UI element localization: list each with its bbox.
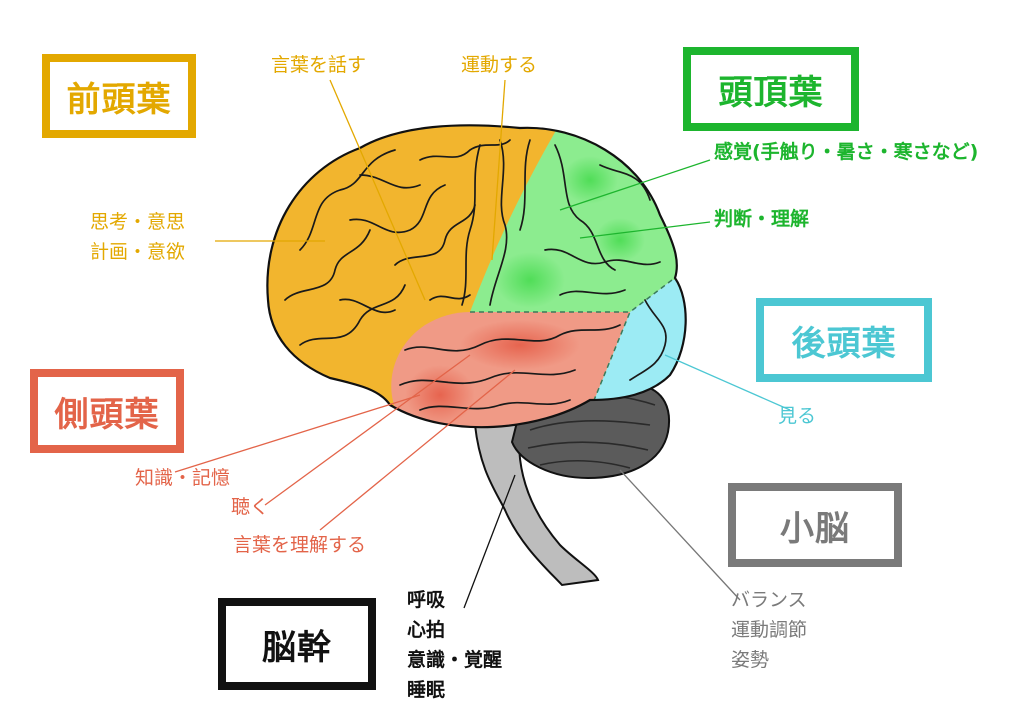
leader-know [174,394,421,473]
brainstem-function-consciousness: 意識・覚醒 [407,649,503,671]
cerebrum [267,125,686,428]
leader-brainstem [463,474,516,609]
parietal-lobe-box: 頭頂葉 [683,47,859,131]
brainstem-function-breathing: 呼吸 [407,589,446,611]
leader-sense [559,159,711,211]
occipital-lobe-box: 後頭葉 [756,298,932,382]
leader-speak [329,79,426,301]
brain-outline [266,124,687,429]
frontal-function-plan: 計画・意欲 [90,241,186,263]
frontal-function-speak: 言葉を話す [271,54,367,76]
frontal-function-motor: 運動する [461,54,538,76]
cerebellum-function-balance: バランス [731,589,807,611]
cerebellum-function-motor-control: 運動調節 [731,619,808,641]
occipital-lobe-shape [590,280,686,410]
cerebellum-folds [527,394,656,469]
brainstem-box: 脳幹 [218,598,376,690]
temporal-function-knowledge: 知識・記憶 [135,467,231,489]
cerebellum-box: 小脳 [728,483,902,567]
frontal-function-group: 思考・意思 計画・意欲 [90,207,185,267]
temporal-lobe-box: 側頭葉 [30,369,184,453]
parietal-function-judge: 判断・理解 [714,208,810,230]
leader-hear [264,354,471,506]
frontal-function-think: 思考・意思 [90,211,186,233]
parietal-function-sense: 感覚(手触り・暑さ・寒さなど) [714,141,979,163]
cerebellum-function-group: バランス 運動調節 姿勢 [731,585,807,675]
leader-see [664,354,791,411]
temporal-function-language: 言葉を理解する [233,534,367,556]
temporal-function-hear: 聴く [231,496,270,518]
brainstem-function-heartbeat: 心拍 [407,619,446,641]
brainstem-function-group: 呼吸 心拍 意識・覚醒 睡眠 [407,585,502,705]
leader-lang [319,369,516,531]
leader-judge [579,221,711,239]
brainstem-function-sleep: 睡眠 [407,679,446,701]
cerebellum-function-posture: 姿勢 [731,649,770,671]
brainstem-shape [473,424,600,587]
frontal-lobe-box: 前頭葉 [42,54,196,138]
leader-motor [491,79,506,261]
occipital-function-see: 見る [778,405,817,427]
leader-cerebellum [619,469,741,601]
